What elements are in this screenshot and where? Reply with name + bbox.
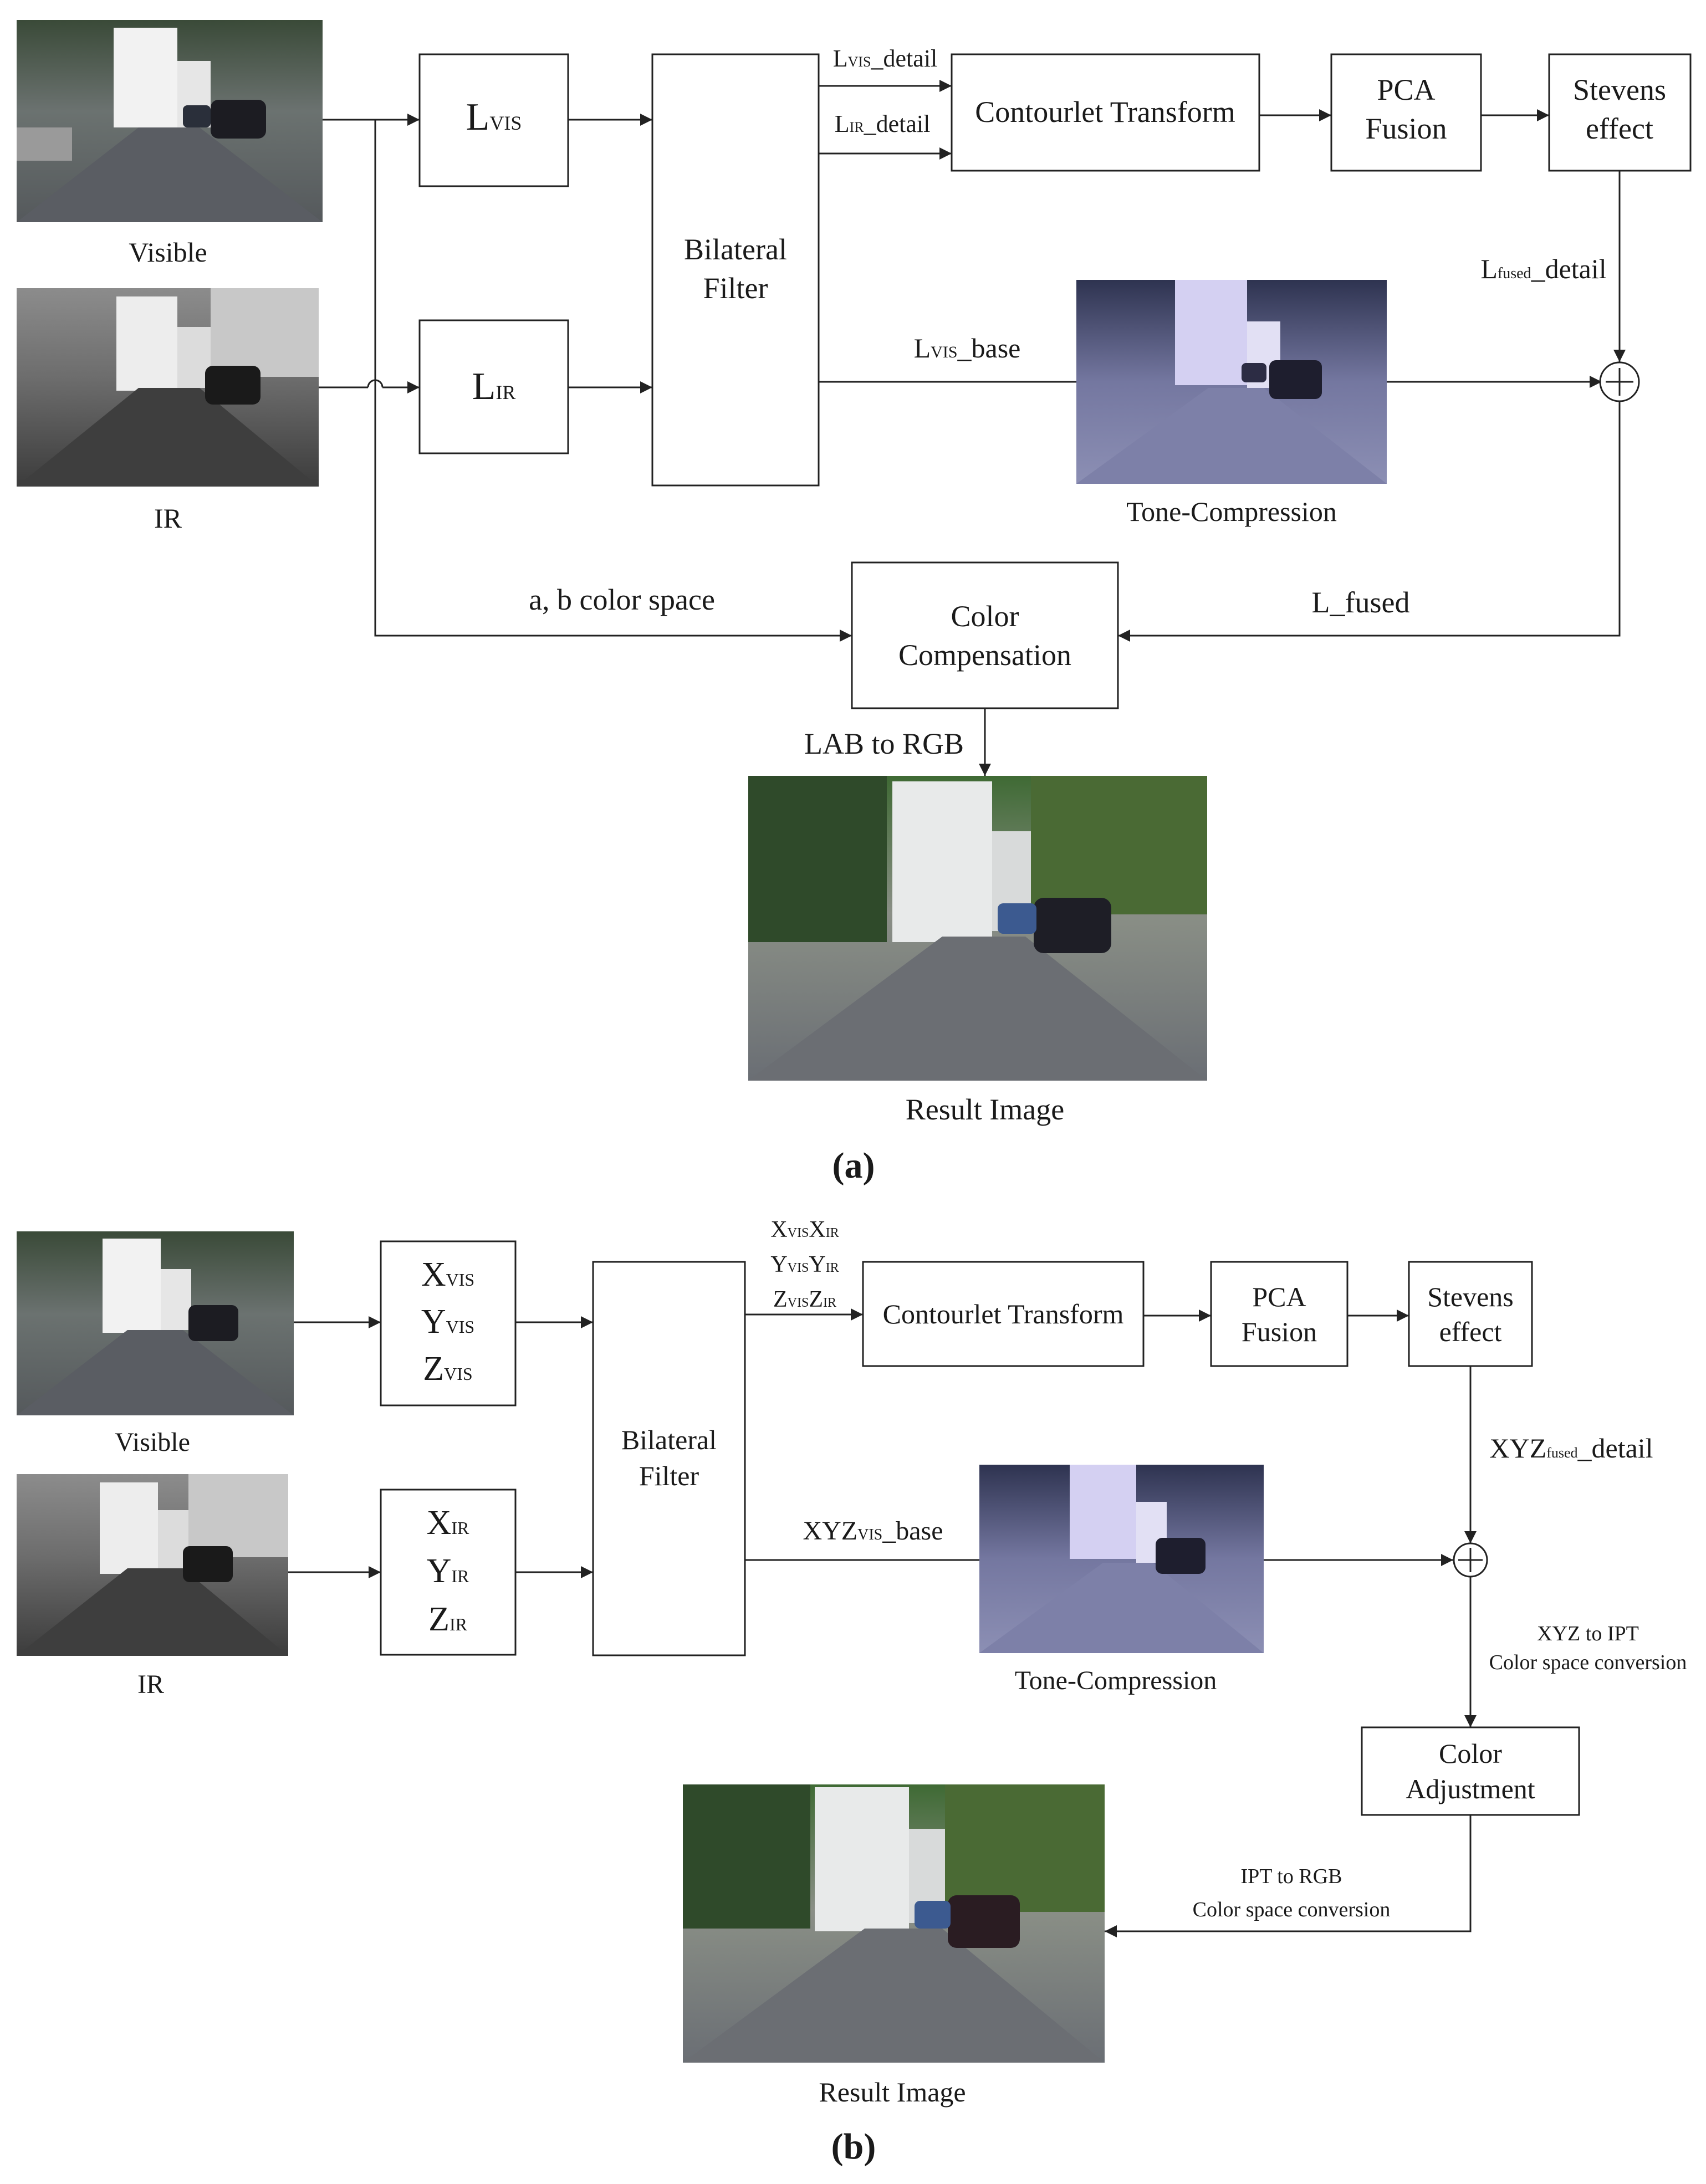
result-label-b: Result Image <box>819 2076 966 2108</box>
bilateral-filter-box-a <box>651 53 820 487</box>
visible-label-b: Visible <box>115 1428 190 1457</box>
ipt-to-rgb-label-2: Color space conversion <box>1193 1898 1391 1921</box>
tone-compression-image-a <box>1076 280 1387 484</box>
xyz-ir-box <box>380 1489 517 1656</box>
color-adjustment-label-1: Color <box>1439 1738 1502 1769</box>
stevens-box-b <box>1408 1261 1533 1367</box>
color-adjustment-label-2: Adjustment <box>1406 1773 1535 1804</box>
l-vis-box <box>418 53 569 187</box>
z-ir-label: ZIR <box>428 1600 468 1638</box>
lfused-arrow <box>1118 401 1621 642</box>
tone-compression-image-b <box>979 1465 1264 1653</box>
bilateral-filter-box-b <box>592 1261 746 1656</box>
contourlet-box-a <box>951 53 1260 172</box>
visible-image-a <box>17 20 323 222</box>
lvis-base-label: LVIS_base <box>914 333 1021 364</box>
detail-pair-x: XVISXIR <box>770 1217 839 1242</box>
bilateral-label-b-1: Bilateral <box>621 1424 717 1455</box>
result-label-a: Result Image <box>906 1093 1064 1126</box>
l-ir-box <box>418 319 569 454</box>
contourlet-box-b <box>862 1261 1145 1367</box>
stevens-box-a <box>1548 53 1692 172</box>
bilateral-label-a-2: Filter <box>703 272 768 305</box>
stevens-label-b-1: Stevens <box>1427 1281 1514 1312</box>
pca-label-a-1: PCA <box>1377 73 1435 106</box>
lvis-detail-label: LVIS_detail <box>833 45 938 72</box>
ir-line-hop <box>367 379 384 388</box>
pca-label-a-2: Fusion <box>1365 112 1447 145</box>
color-compensation-label-1: Color <box>951 600 1019 633</box>
ir-label-a: IR <box>154 503 182 534</box>
x-ir-label: XIR <box>427 1504 469 1542</box>
tone-compression-label-a: Tone-Compression <box>1126 496 1337 527</box>
panel-b: Visible IR XVIS YVIS ZVIS XIR YIR ZIR Bi… <box>17 1217 1687 2167</box>
lab-to-rgb-label: LAB to RGB <box>804 727 964 760</box>
stevens-label-b-2: effect <box>1439 1316 1502 1347</box>
stevens-label-a-1: Stevens <box>1573 73 1666 106</box>
y-vis-label: YVIS <box>421 1303 474 1341</box>
xyz-vis-base-label: XYZVIS_base <box>803 1516 943 1546</box>
contourlet-label-a: Contourlet Transform <box>975 95 1235 129</box>
pca-label-b-1: PCA <box>1252 1281 1306 1312</box>
xyz-fused-detail-label: XYZfused_detail <box>1489 1433 1653 1464</box>
ab-color-path-a <box>323 119 852 642</box>
xyz-vis-box <box>380 1240 517 1406</box>
color-compensation-label-2: Compensation <box>898 638 1071 672</box>
tone-compression-label-b: Tone-Compression <box>1015 1666 1217 1695</box>
lfused-detail-label: Lfused_detail <box>1480 253 1606 284</box>
xyz-to-ipt-label-1: XYZ to IPT <box>1537 1622 1639 1645</box>
visible-image-b <box>17 1231 294 1415</box>
ir-image-b <box>17 1474 288 1656</box>
pca-box-b <box>1210 1261 1349 1367</box>
pca-box-a <box>1330 53 1482 172</box>
panel-a: Visible IR LVIS LIR Bilater <box>17 20 1692 1186</box>
visible-label-a: Visible <box>129 237 207 268</box>
bilateral-label-a-1: Bilateral <box>684 233 787 266</box>
ab-color-space-label: a, b color space <box>529 583 715 616</box>
ir-label-b: IR <box>137 1670 164 1699</box>
l-ir-label: LIR <box>472 365 516 408</box>
ipt-to-rgb-label-1: IPT to RGB <box>1240 1865 1342 1888</box>
result-image-b <box>683 1784 1105 2063</box>
lir-detail-label: LIR_detail <box>835 110 931 137</box>
y-ir-label: YIR <box>427 1552 469 1590</box>
x-vis-label: XVIS <box>421 1256 474 1293</box>
color-adjustment-box <box>1361 1726 1580 1816</box>
ipt-to-rgb-arrow <box>1105 1815 1472 1937</box>
caption-a: (a) <box>832 1145 875 1186</box>
ir-image-a <box>17 288 319 487</box>
contourlet-label-b: Contourlet Transform <box>883 1298 1124 1329</box>
color-compensation-box <box>851 561 1119 709</box>
xyz-to-ipt-label-2: Color space conversion <box>1489 1651 1687 1674</box>
l-vis-label: LVIS <box>466 96 522 139</box>
lfused-label: L_fused <box>1312 586 1410 619</box>
result-image-a <box>748 776 1207 1081</box>
bilateral-label-b-2: Filter <box>639 1460 699 1491</box>
caption-b: (b) <box>831 2126 876 2167</box>
stevens-label-a-2: effect <box>1586 112 1653 145</box>
pca-label-b-2: Fusion <box>1242 1316 1317 1347</box>
z-vis-label: ZVIS <box>423 1350 472 1388</box>
detail-pair-y: YVISYIR <box>770 1252 839 1277</box>
detail-pair-z: ZVISZIR <box>773 1287 836 1312</box>
